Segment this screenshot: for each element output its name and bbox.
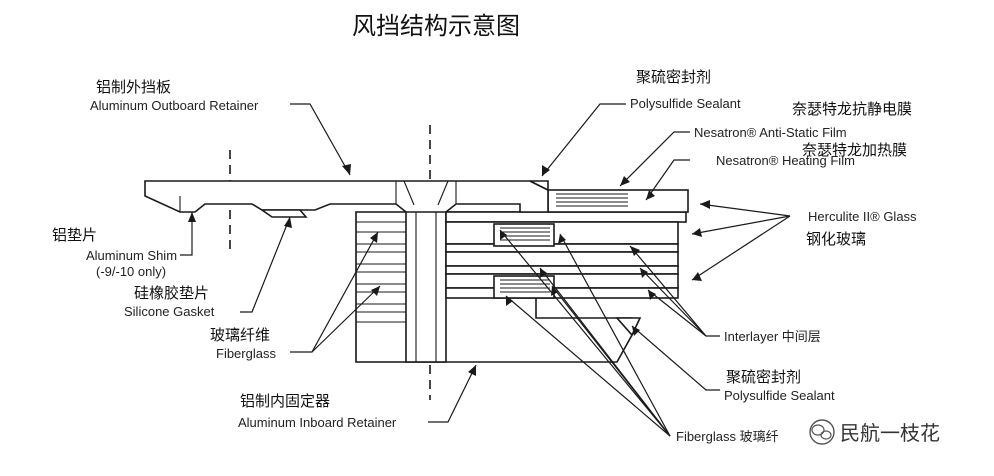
label-inboard-en: Aluminum Inboard Retainer [238,415,397,430]
label-herculite-cn: 钢化玻璃 [806,230,866,248]
label-outboard-en: Aluminum Outboard Retainer [90,98,259,113]
bolt-shank [405,204,447,363]
label-fiberglass-left-cn: 玻璃纤维 [210,326,270,344]
label-shim-en: Aluminum Shim [86,248,177,263]
label-inboard-cn: 铝制内固定器 [240,392,330,410]
silicone-gasket [259,209,308,218]
label-heating-en: Nesatron® Heating Film [716,153,855,168]
label-fiberglass-left-en: Fiberglass [216,346,276,361]
watermark: 民航一枝花 [809,419,940,445]
watermark-text: 民航一枝花 [840,421,940,445]
label-polysulfide-bottom-en: Polysulfide Sealant [724,388,835,403]
label-interlayer: Interlayer 中间层 [724,329,821,344]
outer-ply-with-films [547,189,689,213]
fiberglass-spacer [355,211,407,363]
label-shim-cn: 铝垫片 [52,226,97,244]
fiberglass-edge-wraps [493,223,555,299]
label-outboard-cn: 铝制外挡板 [96,78,171,96]
glass-layers [445,211,687,299]
diagram-title: 风挡结构示意图 [352,12,520,40]
arrowheads [188,164,710,376]
label-antistatic-cn: 奈瑟特龙抗静电膜 [792,100,912,118]
label-heating-cn: 奈瑟特龙加热膜 [802,141,907,159]
label-polysulfide-bottom-cn: 聚硫密封剂 [726,368,801,386]
wechat-icon [809,419,835,445]
label-gasket-cn: 硅橡胶垫片 [134,284,209,302]
label-shim-note: (-9/-10 only) [96,264,166,279]
label-herculite-en: Herculite II® Glass [808,209,917,224]
label-polysulfide-top-cn: 聚硫密封剂 [636,68,711,86]
outboard-retainer [144,180,549,213]
sealant-bead-top [529,180,549,192]
leader-lines [180,103,791,437]
label-antistatic-en: Nesatron® Anti-Static Film [694,125,847,140]
sealant-bead-bottom [615,317,642,337]
label-gasket-en: Silicone Gasket [124,304,215,319]
label-fiberglass-bottom: Fiberglass 玻璃纤 [676,429,779,444]
label-polysulfide-top-en: Polysulfide Sealant [630,96,741,111]
